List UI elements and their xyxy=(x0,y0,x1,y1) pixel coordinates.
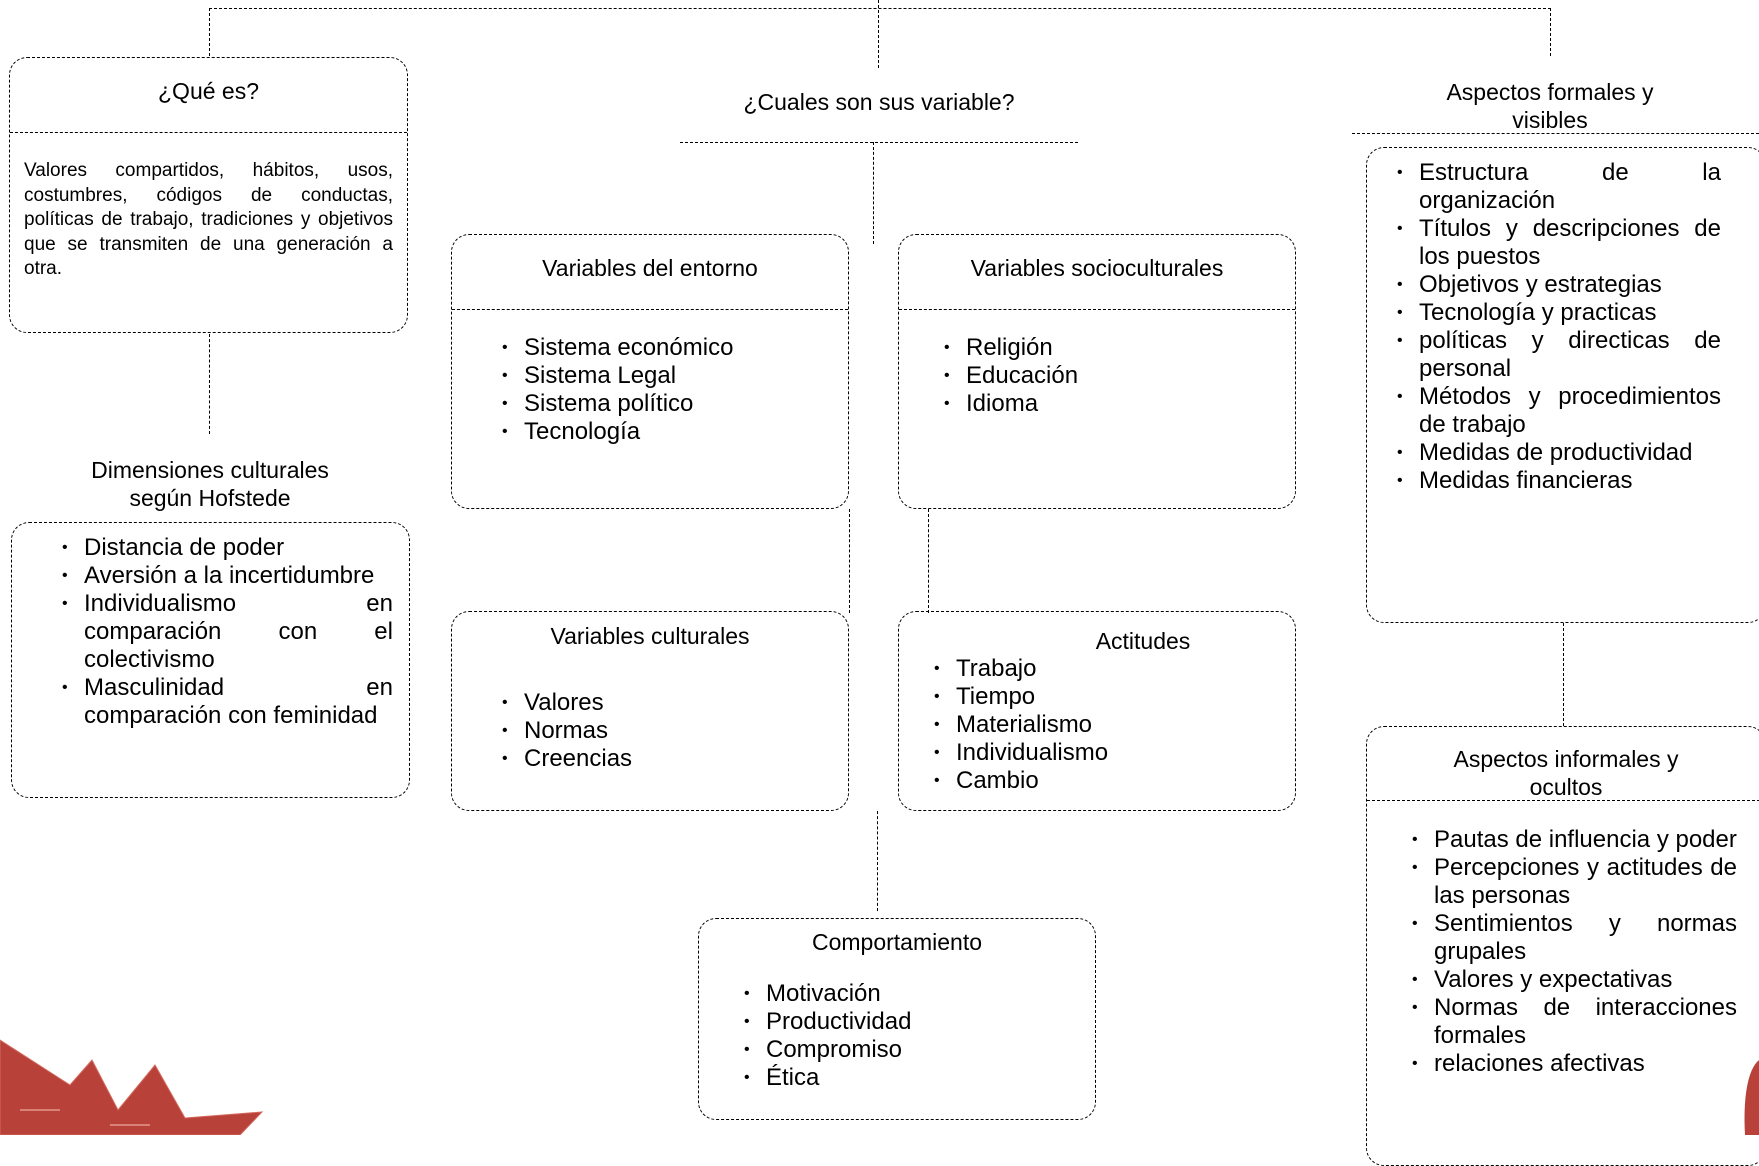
list-item: Materialismo xyxy=(932,711,1108,739)
list-item: Idioma xyxy=(942,390,1078,418)
actitudes-title: Actitudes xyxy=(1095,628,1191,654)
list-item: Sentimientos y normas grupales xyxy=(1410,910,1737,966)
list-item: Ética xyxy=(742,1064,911,1092)
connector-formales-informales xyxy=(1563,623,1564,726)
informales-title: Aspectos informales y ocultos xyxy=(1453,746,1679,800)
formales-title: Aspectos formales y visibles xyxy=(1446,79,1654,133)
list-item: Trabajo xyxy=(932,655,1108,683)
culturales-box: Variables culturales Valores Normas Cree… xyxy=(451,611,849,811)
list-item: Educación xyxy=(942,362,1078,390)
list-item: Normas de interacciones formales xyxy=(1410,994,1737,1050)
actitudes-box: Actitudes Trabajo Tiempo Materialismo In… xyxy=(898,611,1296,811)
list-item: Tiempo xyxy=(932,683,1108,711)
informales-separator xyxy=(1367,800,1759,801)
connector-variables xyxy=(878,0,879,68)
socioculturales-box: Variables socioculturales Religión Educa… xyxy=(898,234,1296,509)
connector-entorno-culturales xyxy=(849,509,850,613)
list-item: Percepciones y actitudes de las personas xyxy=(1410,854,1737,910)
list-item: Pautas de influencia y poder xyxy=(1410,826,1737,854)
connector-socio-actitudes xyxy=(928,509,929,613)
list-item: Valores xyxy=(500,689,632,717)
list-item: Medidas financieras xyxy=(1395,467,1721,495)
comportamiento-title: Comportamiento xyxy=(811,929,983,955)
que-es-box: ¿Qué es? Valores compartidos, hábitos, u… xyxy=(9,57,408,333)
variables-underline xyxy=(680,142,1078,143)
informales-list: Pautas de influencia y poder Percepcione… xyxy=(1410,826,1737,1078)
list-item: Tecnología xyxy=(500,418,733,446)
socioculturales-title: Variables socioculturales xyxy=(970,255,1224,281)
que-es-separator xyxy=(10,132,407,133)
hofstede-title: Dimensiones culturales según Hofstede xyxy=(91,457,329,511)
list-item: Productividad xyxy=(742,1008,911,1036)
comportamiento-list: Motivación Productividad Compromiso Étic… xyxy=(742,980,911,1092)
list-item: Creencias xyxy=(500,745,632,773)
decorative-red-corner xyxy=(1744,1060,1759,1135)
list-item: Normas xyxy=(500,717,632,745)
list-item: Objetivos y estrategias xyxy=(1395,271,1721,299)
list-item: Valores y expectativas xyxy=(1410,966,1737,994)
socioculturales-separator xyxy=(899,309,1295,310)
list-item: Tecnología y practicas xyxy=(1395,299,1721,327)
list-item: Individualismo en comparación con el col… xyxy=(60,590,393,674)
list-item: Religión xyxy=(942,334,1078,362)
entorno-list: Sistema económico Sistema Legal Sistema … xyxy=(500,334,733,446)
entorno-box: Variables del entorno Sistema económico … xyxy=(451,234,849,509)
hofstede-list: Distancia de poder Aversión a la incerti… xyxy=(60,534,393,730)
list-item: Aversión a la incertidumbre xyxy=(60,562,393,590)
list-item: Distancia de poder xyxy=(60,534,393,562)
formales-underline xyxy=(1352,133,1759,134)
list-item: Motivación xyxy=(742,980,911,1008)
socioculturales-list: Religión Educación Idioma xyxy=(942,334,1078,418)
list-item: relaciones afectivas xyxy=(1410,1050,1737,1078)
list-item: Sistema económico xyxy=(500,334,733,362)
top-connector-line xyxy=(209,8,1551,9)
culturales-list: Valores Normas Creencias xyxy=(500,689,632,773)
list-item: Cambio xyxy=(932,767,1108,795)
connector-que-es xyxy=(209,8,210,56)
connector-que-es-hofstede xyxy=(209,334,210,434)
que-es-text: Valores compartidos, hábitos, usos, cost… xyxy=(24,160,393,279)
connector-variables-down xyxy=(873,142,874,244)
list-item: políticas y directicas de personal xyxy=(1395,327,1721,383)
comportamiento-box: Comportamiento Motivación Productividad … xyxy=(698,918,1096,1120)
list-item: Métodos y procedimientos de trabajo xyxy=(1395,383,1721,439)
entorno-separator xyxy=(452,309,848,310)
list-item: Títulos y descripciones de los puestos xyxy=(1395,215,1721,271)
actitudes-list: Trabajo Tiempo Materialismo Individualis… xyxy=(932,655,1108,795)
informales-box: Aspectos informales y ocultos Pautas de … xyxy=(1366,726,1759,1166)
list-item: Sistema Legal xyxy=(500,362,733,390)
connector-formales xyxy=(1550,8,1551,56)
formales-list: Estructura de la organización Títulos y … xyxy=(1395,159,1721,495)
hofstede-box: Distancia de poder Aversión a la incerti… xyxy=(11,522,410,798)
decorative-red-shape xyxy=(0,1039,264,1135)
list-item: Masculinidad en comparación con feminida… xyxy=(60,674,393,730)
culturales-title: Variables culturales xyxy=(550,623,750,649)
formales-box: Estructura de la organización Títulos y … xyxy=(1366,147,1759,623)
list-item: Medidas de productividad xyxy=(1395,439,1721,467)
variables-title: ¿Cuales son sus variable? xyxy=(743,89,1015,115)
list-item: Compromiso xyxy=(742,1036,911,1064)
list-item: Estructura de la organización xyxy=(1395,159,1721,215)
que-es-title: ¿Qué es? xyxy=(158,78,259,104)
list-item: Sistema político xyxy=(500,390,733,418)
entorno-title: Variables del entorno xyxy=(542,255,758,281)
list-item: Individualismo xyxy=(932,739,1108,767)
connector-actitudes-comportamiento xyxy=(877,811,878,911)
